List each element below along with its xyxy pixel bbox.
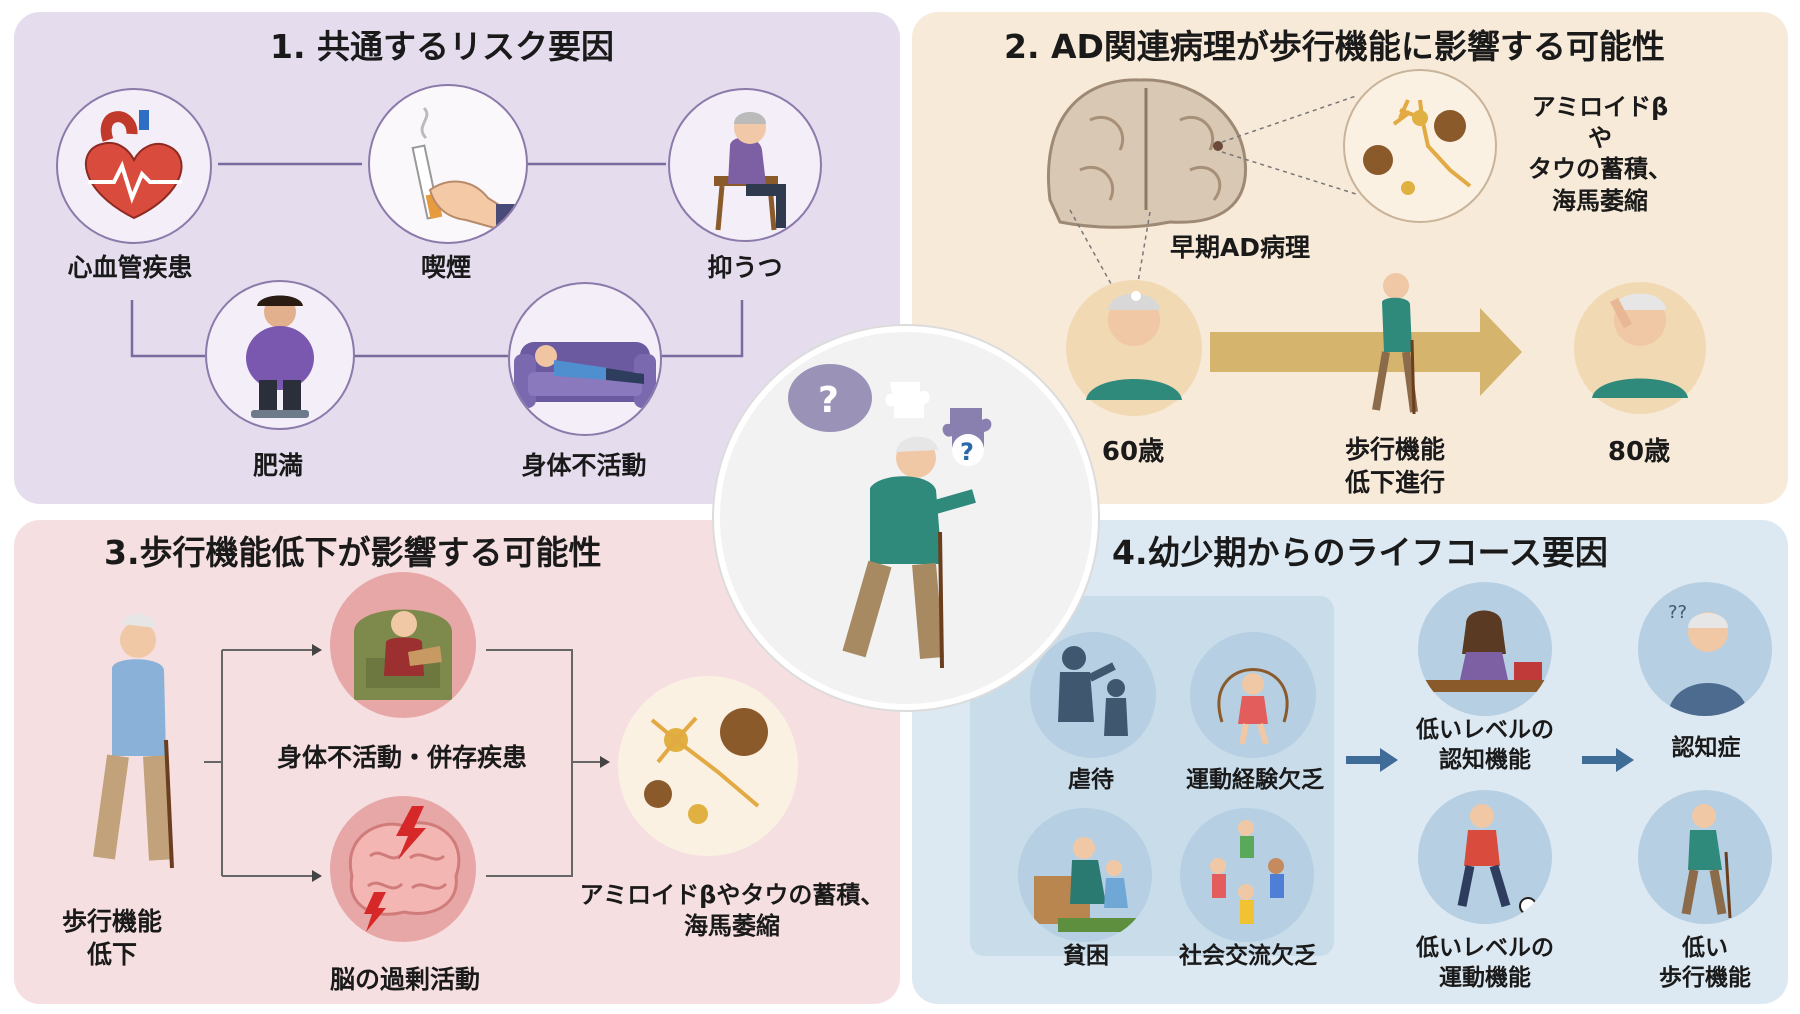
person-80-icon — [1574, 282, 1706, 414]
label-obesity: 肥満 — [252, 451, 303, 480]
label-gait-progression: 歩行機能 低下進行 — [1344, 435, 1445, 497]
label-cardiovascular: 心血管疾患 — [67, 253, 193, 282]
depressed-person-icon — [668, 88, 822, 242]
walking-elder-cane-icon — [1638, 790, 1772, 924]
reading-chair-icon — [330, 572, 476, 718]
brain-icon — [1047, 78, 1248, 229]
soccer-child-icon — [1418, 790, 1552, 924]
walking-elder-icon — [93, 613, 174, 869]
label-brain-overactivity: 脳の過剰活動 — [329, 965, 480, 994]
label-age-60: 60歳 — [1101, 437, 1165, 467]
panel4-title: 4.幼少期からのライフコース要因 — [1112, 533, 1608, 572]
label-abuse: 虐待 — [1068, 767, 1114, 793]
label-smoking: 喫煙 — [420, 253, 471, 282]
heart-icon — [56, 88, 212, 244]
neuron-amyloid-icon — [618, 676, 798, 856]
label-inactivity: 身体不活動 — [521, 451, 647, 480]
dementia-person-icon: ?? — [1638, 582, 1772, 716]
person-60-icon — [1066, 280, 1202, 416]
svg-text:?: ? — [818, 380, 839, 421]
label-amyloid-tau-result: アミロイドβやタウの蓄積、 海馬萎縮 — [579, 881, 885, 941]
panel1-title: 1. 共通するリスク要因 — [270, 27, 614, 66]
svg-text:??: ?? — [1668, 602, 1687, 623]
label-pathology: アミロイドβや タウの蓄積、 海馬萎縮 — [1528, 93, 1672, 215]
progression-arrow — [1210, 308, 1522, 396]
label-low-gait: 低い 歩行機能 — [1659, 935, 1751, 991]
label-poverty: 貧困 — [1063, 943, 1109, 969]
label-early-ad: 早期AD病理 — [1169, 233, 1311, 262]
label-low-motor: 低いレベルの 運動機能 — [1416, 935, 1554, 991]
label-lack-of-exercise: 運動経験欠乏 — [1186, 767, 1324, 793]
label-gait-decline: 歩行機能 低下 — [61, 907, 162, 969]
panel2-title: 2. AD関連病理が歩行機能に影響する可能性 — [1004, 27, 1665, 66]
obese-person-icon — [205, 280, 355, 430]
label-depression: 抑うつ — [707, 253, 783, 282]
label-low-cognitive: 低いレベルの 認知機能 — [1416, 717, 1554, 773]
jump-rope-icon — [1190, 632, 1316, 758]
panel3-title: 3.歩行機能低下が影響する可能性 — [104, 533, 602, 572]
svg-text:?: ? — [960, 438, 974, 466]
social-play-icon — [1180, 808, 1314, 942]
label-age-80: 80歳 — [1607, 437, 1671, 467]
couch-person-icon — [508, 282, 662, 436]
abuse-icon — [1030, 632, 1156, 758]
amyloid-plaque-icon — [1363, 110, 1466, 175]
studying-child-icon — [1418, 582, 1552, 716]
center-confused-elder-icon: ? ? — [714, 326, 1098, 710]
label-dementia: 認知症 — [1671, 735, 1741, 761]
brain-overactivity-icon — [330, 796, 476, 942]
label-inactivity-comorbidity: 身体不活動・併存疾患 — [276, 743, 527, 772]
walking-elder-icon — [1372, 273, 1418, 415]
neuron-icon — [1343, 69, 1497, 223]
label-lack-of-social: 社会交流欠乏 — [1179, 943, 1317, 969]
